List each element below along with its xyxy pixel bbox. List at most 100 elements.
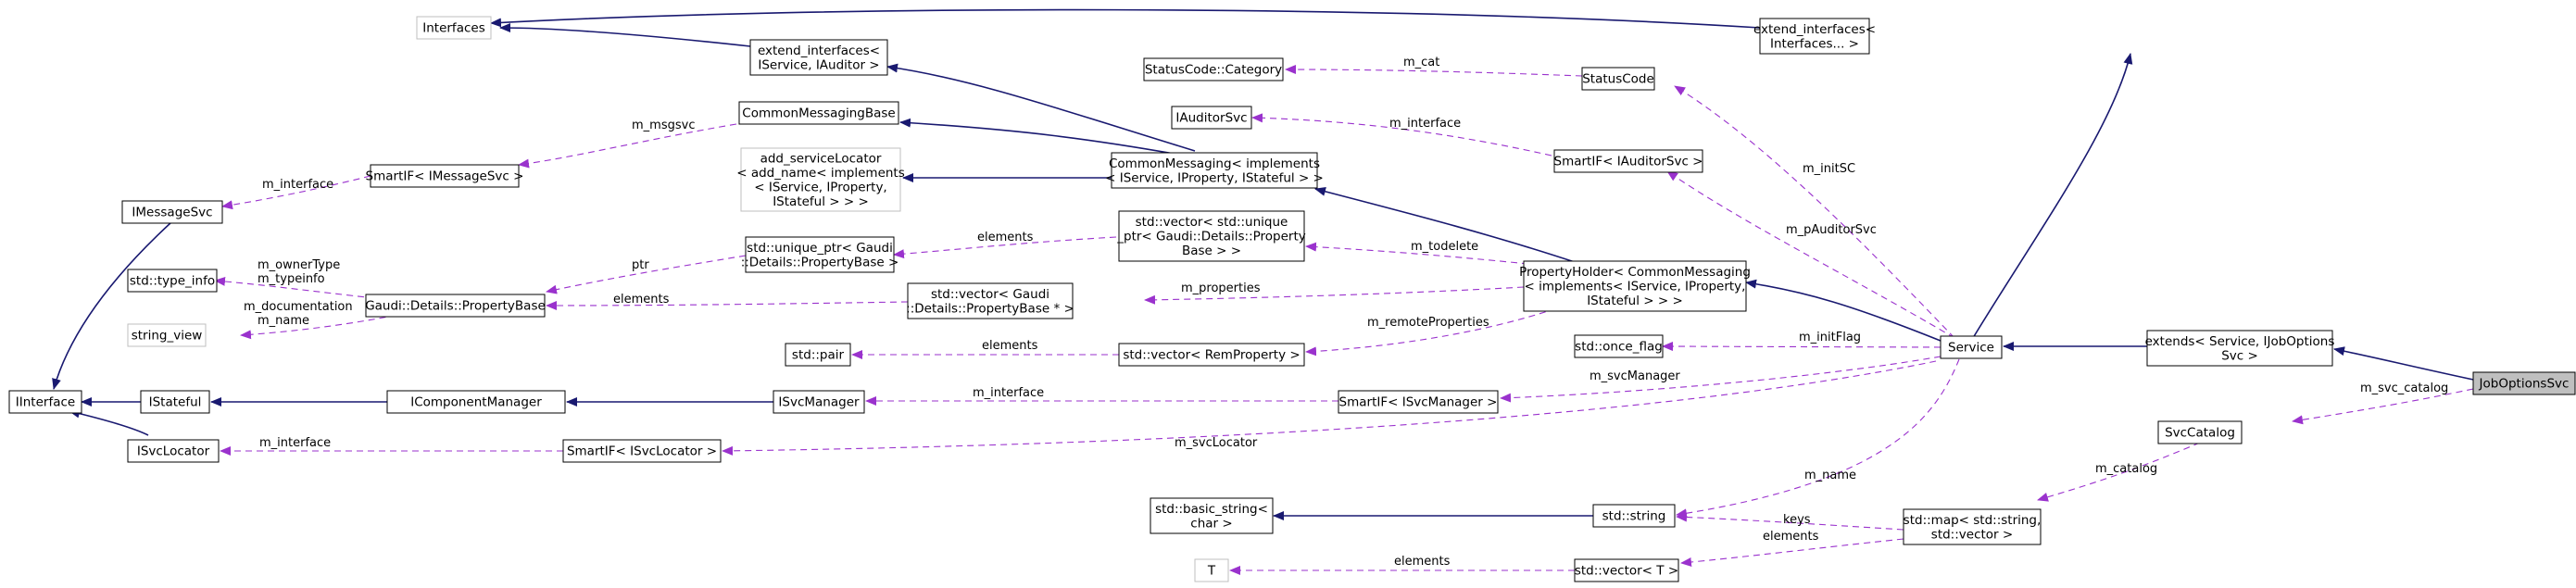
edge-m-ownertype: m_ownerType m_typeinfo (214, 258, 376, 299)
node-unique-ptr-propertybase[interactable]: std::unique_ptr< Gaudi::Details::Propert… (741, 236, 899, 273)
node-label-line: < IService, IProperty, IStateful > > (1105, 170, 1324, 185)
node-joboptionssvc[interactable]: JobOptionsSvc (2472, 371, 2576, 395)
node-smartif-iauditorsvc[interactable]: SmartIF< IAuditorSvc > (1553, 149, 1703, 173)
edge-m-initflag: m_initFlag (1662, 331, 1941, 352)
node-vector-t[interactable]: std::vector< T > (1574, 558, 1679, 582)
node-iauditorsvc[interactable]: IAuditorSvc (1171, 106, 1252, 130)
node-statuscode-category[interactable]: StatusCode::Category (1143, 57, 1284, 81)
node-label-line: IInterface (16, 395, 75, 410)
node-iinterface[interactable]: IInterface (8, 390, 82, 414)
label-m-todelete: m_todelete (1411, 240, 1478, 254)
edge-elements-std-pair: elements (851, 339, 1119, 359)
edge-m-remoteproperties: m_remoteProperties (1305, 307, 1557, 357)
label-keys: keys (1783, 513, 1811, 527)
node-interfaces[interactable]: Interfaces (416, 16, 492, 40)
node-extend-interfaces-variadic[interactable]: extend_interfaces<Interfaces... > (1753, 18, 1876, 55)
node-label-line: string_view (132, 329, 203, 344)
node-basic-string[interactable]: std::basic_string<char > (1150, 497, 1274, 534)
node-std-once-flag[interactable]: std::once_flag (1574, 334, 1664, 358)
node-property-holder[interactable]: PropertyHolder< CommonMessaging< impleme… (1519, 260, 1751, 312)
node-service[interactable]: Service (1940, 335, 2003, 359)
node-add-servicelocator[interactable]: add_serviceLocator< add_name< implements… (736, 147, 905, 212)
node-string-view[interactable]: string_view (127, 323, 207, 347)
label-m-interface-imessagesvc: m_interface (262, 178, 333, 192)
node-icomponentmanager[interactable]: IComponentManager (386, 390, 566, 414)
node-common-messaging-base[interactable]: CommonMessagingBase (738, 101, 899, 125)
node-label-line: IStateful (149, 395, 202, 410)
label-elements-t: elements (1394, 555, 1451, 569)
edge-m-pauditorsvc: m_pAuditorSvc (1666, 170, 1955, 339)
node-isvclocator[interactable]: ISvcLocator (127, 439, 220, 463)
label-m-name-stringview: m_name (258, 314, 309, 328)
node-statuscode[interactable]: StatusCode (1581, 67, 1655, 91)
edge-ptr: ptr (546, 255, 747, 294)
node-label-line: std::map< std::string, (1904, 513, 2042, 528)
edge-m-interface-iauditorsvc: m_interface (1251, 113, 1552, 156)
node-t[interactable]: T (1194, 558, 1229, 582)
node-label-line: Service (1948, 341, 1994, 356)
label-m-interface-isvclocator: m_interface (259, 436, 331, 450)
node-propertybase[interactable]: Gaudi::Details::PropertyBase (365, 294, 546, 318)
node-smartif-isvcmanager[interactable]: SmartIF< ISvcManager > (1338, 390, 1499, 414)
edge-m-msgsvc: m_msgsvc (518, 119, 737, 169)
node-vector-remproperty[interactable]: std::vector< RemProperty > (1118, 343, 1305, 367)
node-istateful[interactable]: IStateful (140, 390, 210, 414)
node-label-line: PropertyHolder< CommonMessaging (1519, 265, 1751, 280)
label-m-cat: m_cat (1403, 56, 1439, 69)
node-label-line: std::once_flag (1575, 340, 1663, 355)
edge-m-svcmanager: m_svcManager (1500, 356, 1941, 403)
node-smartif-isvclocator[interactable]: SmartIF< ISvcLocator > (562, 439, 722, 463)
edge-elements-vector-unique-ptr: elements (893, 231, 1117, 259)
node-label-line: _ptr< Gaudi::Details::Property (1116, 230, 1306, 244)
label-m-name: m_name (1804, 469, 1856, 482)
edge-imessagesvc-to-iinterface (52, 221, 172, 390)
edge-m-interface-isvcmanager: m_interface (865, 386, 1338, 406)
node-label-line: char > (1190, 516, 1232, 531)
node-label-line: < add_name< implements (736, 166, 905, 181)
node-label-line: std::vector< T > (1575, 564, 1678, 579)
label-m-remoteproperties: m_remoteProperties (1367, 316, 1489, 330)
node-label-line: std::type_info (130, 274, 215, 289)
node-label-line: SmartIF< IAuditorSvc > (1554, 155, 1703, 169)
node-label-line: ISvcManager (778, 395, 860, 410)
edge-m-cat: m_cat (1285, 56, 1583, 77)
edge-m-catalog: m_catalog (2037, 442, 2201, 502)
node-common-messaging[interactable]: CommonMessaging< implements< IService, I… (1105, 152, 1324, 189)
node-isvcmanager[interactable]: ISvcManager (773, 390, 865, 414)
node-label-line: SvcCatalog (2165, 426, 2235, 441)
label-m-initflag: m_initFlag (1799, 331, 1861, 344)
node-label-line: std::unique_ptr< Gaudi (747, 241, 893, 256)
node-smartif-imessagesvc[interactable]: SmartIF< IMessageSvc > (366, 164, 524, 188)
node-std-map[interactable]: std::map< std::string,std::vector > (1903, 508, 2042, 545)
node-vector-unique-ptr[interactable]: std::vector< std::unique_ptr< Gaudi::Det… (1116, 210, 1306, 262)
edge-joboptionssvc-to-extends-service (2333, 346, 2474, 381)
label-m-svc-catalog: m_svc_catalog (2360, 382, 2448, 395)
node-imessagesvc[interactable]: IMessageSvc (121, 200, 223, 224)
edge-m-documentation: m_documentation m_name (240, 300, 408, 340)
label-m-pauditorsvc: m_pAuditorSvc (1786, 223, 1877, 237)
node-std-string[interactable]: std::string (1592, 504, 1676, 528)
node-label-line: < implements< IService, IProperty, (1525, 280, 1746, 294)
node-extend-interfaces-iservice-iauditor[interactable]: extend_interfaces<IService, IAuditor > (749, 39, 888, 76)
label-m-svcmanager: m_svcManager (1590, 369, 1680, 383)
node-label-line: extend_interfaces< (758, 44, 880, 58)
node-vector-propertybase-ptr[interactable]: std::vector< Gaudi::Details::PropertyBas… (906, 282, 1074, 319)
edge-m-interface-isvclocator: m_interface (220, 436, 563, 456)
edge-service-to-property-holder (1745, 279, 1941, 342)
node-label-line: extend_interfaces< (1753, 22, 1876, 37)
edge-extend-iface-var-to-interfaces (490, 8, 1761, 29)
label-m-typeinfo: m_typeinfo (258, 272, 325, 286)
node-svccatalog[interactable]: SvcCatalog (2157, 420, 2243, 444)
label-m-msgsvc: m_msgsvc (632, 119, 695, 132)
edge-common-messaging-to-base (899, 118, 1196, 158)
node-label-line: std::vector > (1931, 527, 2013, 542)
edge-m-initsc: m_initSC (1674, 85, 1955, 339)
node-std-type-info[interactable]: std::type_info (127, 269, 218, 293)
label-elements-unique-ptr: elements (977, 231, 1034, 244)
edge-iauditorsvc-to-extend-iface-svc (886, 63, 1196, 152)
edge-elements-std-map: elements (1680, 530, 1904, 567)
node-label-line: Interfaces (422, 21, 484, 36)
node-std-pair[interactable]: std::pair (785, 343, 851, 367)
